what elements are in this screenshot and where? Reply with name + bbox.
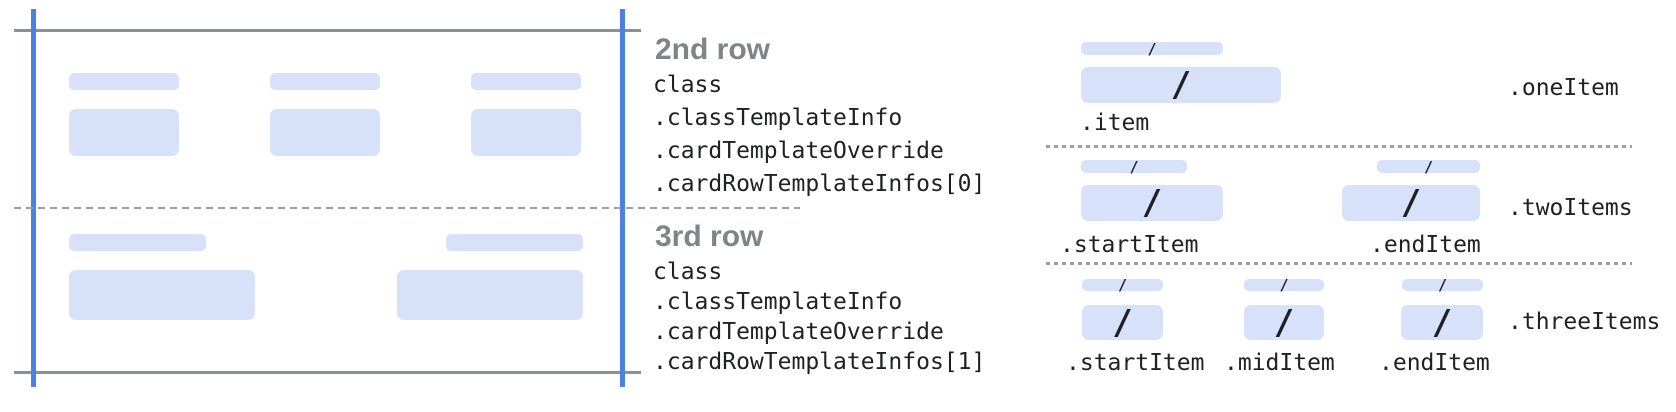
row-divider-dashed-line xyxy=(14,207,800,209)
code-line: .classTemplateInfo xyxy=(653,289,903,315)
one-item-label-bar: / xyxy=(1081,41,1223,56)
annotation-2nd-row-heading: 2nd row xyxy=(655,33,771,66)
end-item-field-label: .endItem xyxy=(1370,232,1481,258)
code-line: .cardRowTemplateInfos[1] xyxy=(653,349,986,375)
card-row3-end-content-bar xyxy=(397,270,583,320)
code-line: .cardTemplateOverride xyxy=(653,138,944,164)
item-field-label: .item xyxy=(1080,110,1150,136)
two-items-end-label-bar: / xyxy=(1377,159,1480,174)
template-divider-dotted-line xyxy=(1046,145,1632,148)
mid-item-field-label: .midItem xyxy=(1224,350,1335,376)
three-items-class-label: .threeItems xyxy=(1508,309,1661,335)
annotation-3rd-row-path: class .classTemplateInfo .cardTemplateOv… xyxy=(653,257,985,377)
card-row2-col1-label-bar xyxy=(69,73,179,90)
card-row2-col2-label-bar xyxy=(270,73,380,90)
card-row2-col1-content-bar xyxy=(69,109,179,156)
three-items-start-label-bar: / xyxy=(1082,278,1163,293)
start-item-field-label: .startItem xyxy=(1060,232,1199,258)
card-top-boundary-line xyxy=(14,29,641,32)
three-items-start-value-bar: / xyxy=(1082,305,1163,340)
card-row2-col3-label-bar xyxy=(471,73,581,90)
one-item-class-label: .oneItem xyxy=(1508,75,1619,101)
card-right-margin-line xyxy=(620,9,625,387)
card-bottom-boundary-line xyxy=(14,371,641,374)
code-line: class xyxy=(653,72,723,98)
two-items-class-label: .twoItems xyxy=(1508,195,1633,221)
two-items-start-label-bar: / xyxy=(1081,159,1187,174)
two-items-start-value-bar: / xyxy=(1081,185,1223,221)
code-line: class xyxy=(653,259,723,285)
card-row2-col3-content-bar xyxy=(471,109,581,156)
code-line: .classTemplateInfo xyxy=(653,105,903,131)
card-row3-start-content-bar xyxy=(69,270,255,320)
one-item-value-bar: / xyxy=(1081,67,1281,103)
end-item-field-label: .endItem xyxy=(1379,350,1490,376)
annotation-2nd-row-path: class .classTemplateInfo .cardTemplateOv… xyxy=(653,69,985,201)
three-items-mid-value-bar: / xyxy=(1244,305,1324,340)
code-line: .cardTemplateOverride xyxy=(653,319,944,345)
code-line: .cardRowTemplateInfos[0] xyxy=(653,171,986,197)
three-items-end-value-bar: / xyxy=(1401,305,1483,340)
card-row2-col2-content-bar xyxy=(270,109,380,156)
three-items-mid-label-bar: / xyxy=(1244,278,1324,293)
card-left-margin-line xyxy=(31,9,36,387)
card-row3-start-label-bar xyxy=(69,234,206,251)
card-row3-end-label-bar xyxy=(446,234,583,251)
start-item-field-label: .startItem xyxy=(1066,350,1205,376)
annotation-3rd-row-heading: 3rd row xyxy=(655,220,764,253)
template-divider-dotted-line xyxy=(1046,262,1632,265)
three-items-end-label-bar: / xyxy=(1402,278,1483,293)
two-items-end-value-bar: / xyxy=(1342,185,1480,221)
